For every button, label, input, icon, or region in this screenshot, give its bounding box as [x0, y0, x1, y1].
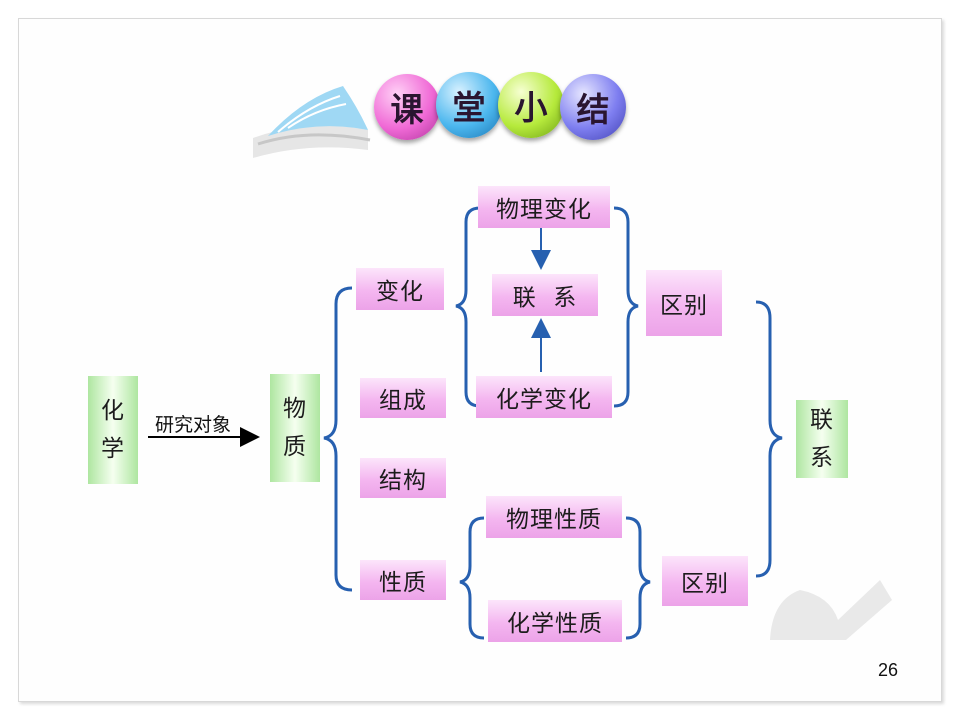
node-matter-char-2: 质 — [283, 434, 307, 460]
node-chemical-property: 化学性质 — [488, 600, 622, 642]
node-matter-char-1: 物 — [283, 396, 307, 422]
title-char-1: 课 — [374, 74, 440, 140]
page-number: 26 — [878, 660, 899, 680]
research-object-label: 研究对象 — [155, 414, 232, 436]
relation-brace — [755, 300, 783, 578]
change-brace — [455, 206, 481, 408]
change-diff-brace — [613, 206, 639, 408]
node-chemistry-char-2: 学 — [101, 436, 125, 462]
node-structure: 结构 — [360, 458, 446, 498]
node-difference-top: 区别 — [646, 270, 722, 336]
property-diff-brace — [625, 516, 651, 640]
header-banner: 课 堂 小 结 — [248, 58, 648, 168]
title-char-4: 结 — [560, 74, 626, 140]
node-chemistry-char-1: 化 — [101, 398, 125, 424]
node-chemical-change: 化学变化 — [476, 376, 612, 418]
node-physical-change: 物理变化 — [478, 186, 610, 228]
matter-brace — [323, 286, 353, 592]
node-relation-right: 联 系 — [796, 400, 848, 478]
node-relation-top: 联 系 — [492, 274, 598, 316]
node-relation-right-char-1: 联 — [810, 407, 834, 433]
node-difference-bottom: 区别 — [662, 556, 748, 606]
title-char-2: 堂 — [436, 72, 502, 138]
title-char-3: 小 — [498, 72, 564, 138]
node-property: 性质 — [360, 560, 446, 600]
property-brace — [459, 516, 485, 640]
watermark-logo — [770, 580, 892, 640]
open-book-icon — [253, 86, 371, 158]
node-relation-right-char-2: 系 — [810, 445, 834, 471]
node-matter: 物 质 — [270, 374, 320, 482]
node-physical-property: 物理性质 — [486, 496, 622, 538]
node-composition: 组成 — [360, 378, 446, 418]
node-chemistry: 化 学 — [88, 376, 138, 484]
node-change: 变化 — [356, 268, 444, 310]
